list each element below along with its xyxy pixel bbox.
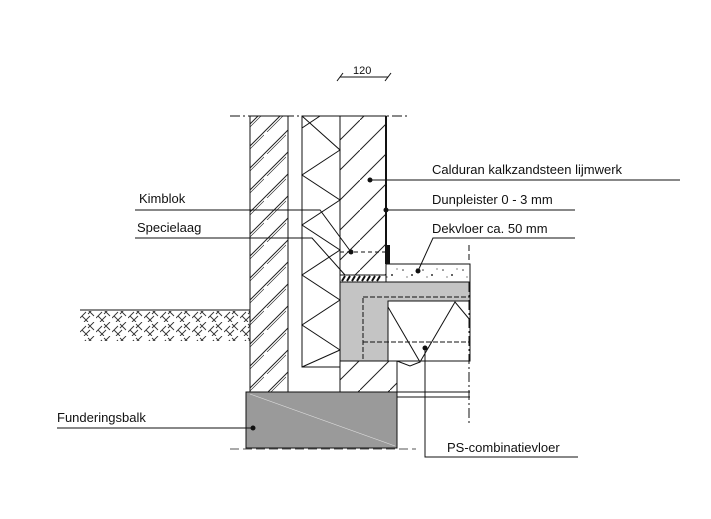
calduran-wall bbox=[339, 115, 387, 283]
label-calduran: Calduran kalkzandsteen lijmwerk bbox=[432, 162, 623, 177]
leader-dots bbox=[250, 177, 428, 431]
dimension-line bbox=[336, 72, 392, 82]
label-dekvloer: Dekvloer ca. 50 mm bbox=[432, 221, 548, 236]
ps-insulation bbox=[387, 300, 471, 362]
dimension-value: 120 bbox=[353, 65, 372, 77]
leader-lines bbox=[57, 179, 680, 458]
label-specielaag: Specielaag bbox=[137, 220, 202, 235]
outer-wall bbox=[249, 115, 289, 393]
dekvloer bbox=[385, 263, 471, 283]
cavity-insulation bbox=[301, 115, 342, 368]
ground-hatch bbox=[80, 311, 250, 341]
label-funderingsbalk: Funderingsbalk bbox=[57, 410, 146, 425]
label-ps-combinatievloer: PS-combinatievloer bbox=[447, 440, 560, 455]
label-kimblok: Kimblok bbox=[139, 191, 186, 206]
label-dunpleister: Dunpleister 0 - 3 mm bbox=[432, 192, 553, 207]
